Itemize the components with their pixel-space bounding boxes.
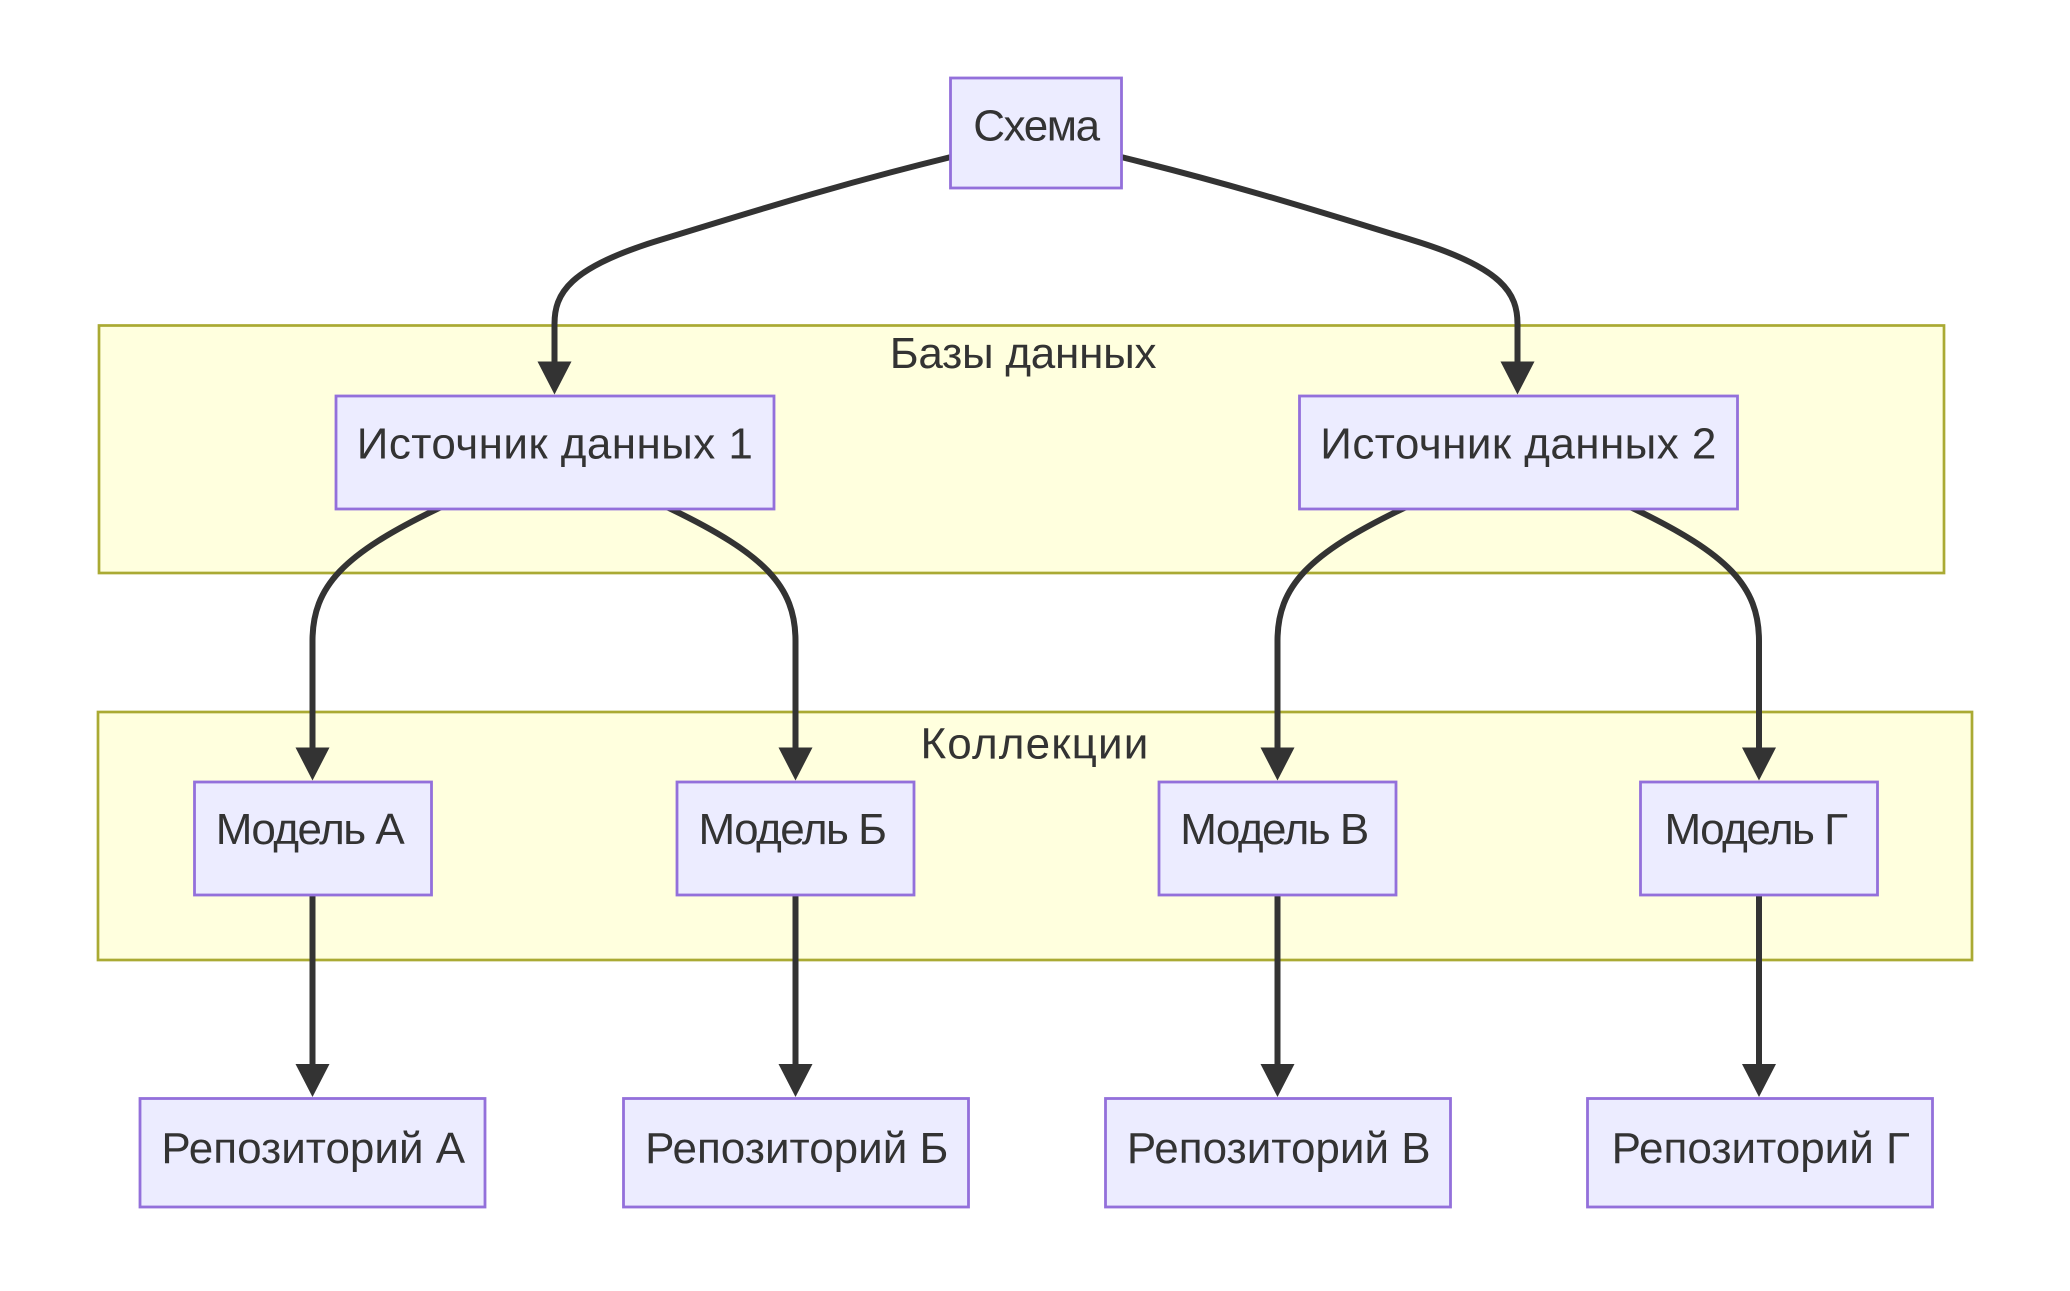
svg-text:Источник данных 1: Источник данных 1 [357, 419, 753, 468]
svg-text:Модель Г: Модель Г [1665, 805, 1849, 854]
svg-text:Репозиторий А: Репозиторий А [161, 1124, 465, 1173]
svg-text:Схема: Схема [973, 102, 1100, 151]
svg-text:Модель А: Модель А [216, 805, 406, 854]
svg-text:Модель Б: Модель Б [698, 805, 885, 854]
svg-text:Репозиторий В: Репозиторий В [1127, 1124, 1431, 1173]
svg-text:Репозиторий Б: Репозиторий Б [645, 1124, 948, 1173]
svg-text:Модель В: Модель В [1180, 805, 1368, 854]
svg-text:Репозиторий Г: Репозиторий Г [1612, 1124, 1910, 1173]
svg-text:Коллекции: Коллекции [921, 720, 1150, 769]
svg-text:Источник данных 2: Источник данных 2 [1320, 419, 1716, 468]
svg-text:Базы данных: Базы данных [890, 329, 1157, 378]
